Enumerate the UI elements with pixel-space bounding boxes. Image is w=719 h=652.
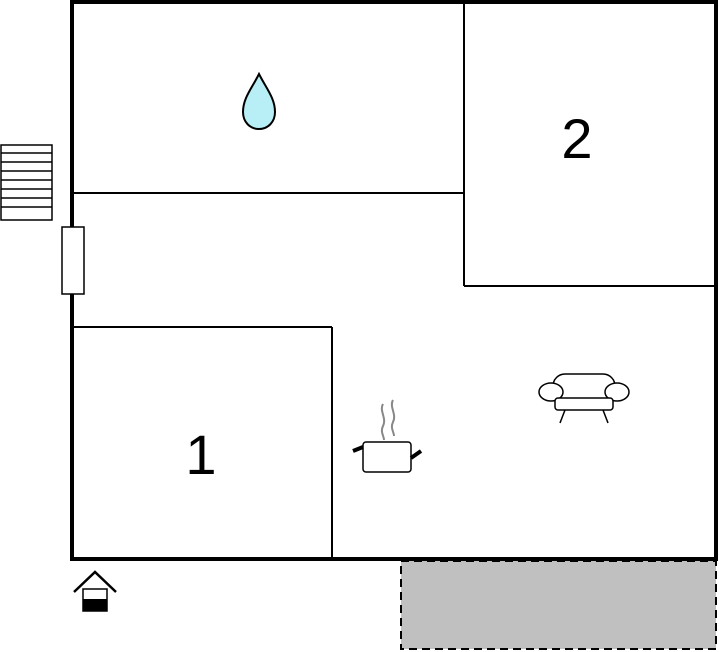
stairs-icon [0, 144, 53, 221]
terrace-area [400, 560, 717, 650]
window-icon [61, 226, 85, 295]
cooking-pot-icon [352, 399, 423, 473]
house-entrance-icon [73, 570, 117, 612]
room-label-2: 2 [561, 107, 592, 170]
room-label-1: 1 [185, 423, 216, 486]
water-drop-icon [241, 71, 277, 131]
interior-walls [73, 3, 716, 559]
outer-walls [70, 0, 718, 561]
sofa-icon [538, 373, 630, 424]
